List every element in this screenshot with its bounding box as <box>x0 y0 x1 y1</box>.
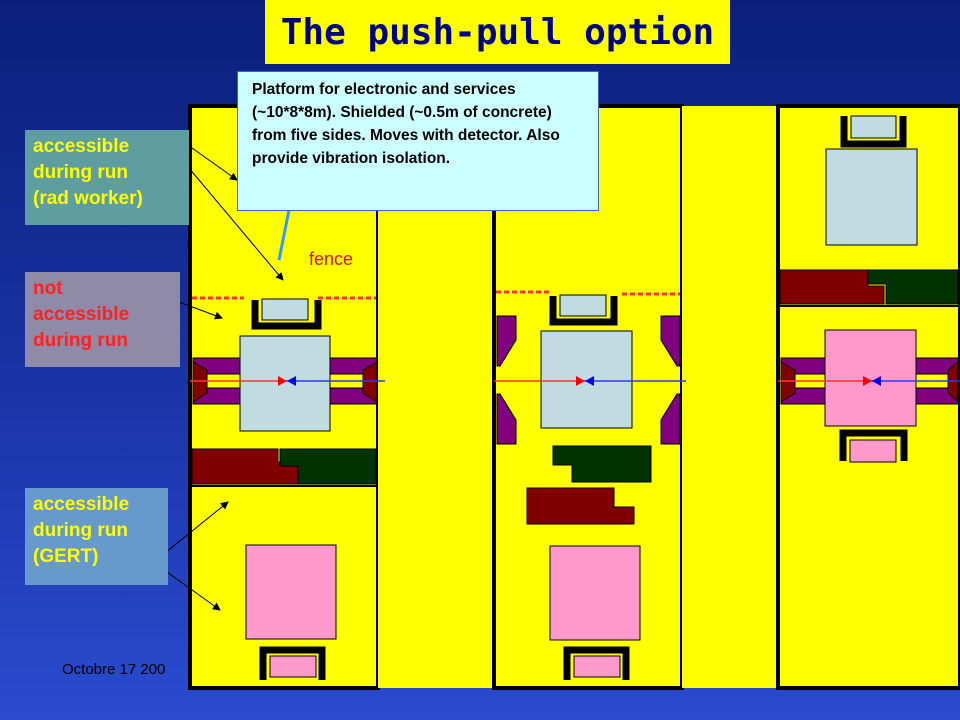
door-middle-ul <box>496 315 517 367</box>
label-line: during run <box>33 162 128 183</box>
label-line: accessible <box>33 136 130 157</box>
door-middle-lr <box>660 393 681 445</box>
shield-middle-green <box>552 445 652 483</box>
magnet-left-rcap <box>362 361 378 403</box>
leader-gert-1 <box>159 501 229 558</box>
label-accessible-rad-worker: accessible during run (rad worker) <box>25 130 189 225</box>
beam-right-arrow-red <box>863 376 872 386</box>
beam-left-arrow-blue <box>287 376 296 386</box>
slide-title: The push-pull option <box>265 0 730 64</box>
platform-middle-bottom <box>573 655 621 678</box>
label-line: not <box>33 278 63 299</box>
platform-middle-top <box>559 294 607 317</box>
platform-cup-left-top <box>251 300 322 330</box>
shield-left-green <box>279 448 377 485</box>
magnet-right-lcap <box>780 361 796 403</box>
label-accessible-gert: accessible during run (GERT) <box>25 488 168 585</box>
platform-cup-middle-top <box>549 296 618 326</box>
detector-right-pink <box>824 329 917 427</box>
platform-callout: Platform for electronic and services (~1… <box>237 71 599 211</box>
label-line: during run <box>33 520 128 541</box>
detector-right-blue <box>825 148 918 246</box>
callout-pointer <box>277 204 292 261</box>
shield-middle-red <box>526 487 635 525</box>
label-line: accessible <box>33 494 130 515</box>
fence-label: fence <box>309 249 354 269</box>
platform-right-bottom <box>849 439 897 463</box>
magnet-left-lcap <box>192 361 208 403</box>
hall-gap-right <box>682 106 778 688</box>
platform-cup-right-top <box>840 116 907 148</box>
magnet-right-rcap <box>947 360 959 404</box>
label-line: (rad worker) <box>33 188 143 209</box>
detector-middle-blue <box>540 330 633 429</box>
beam-middle-arrow-blue <box>585 376 594 386</box>
label-line: during run <box>33 330 128 351</box>
beam-right-arrow-blue <box>872 376 881 386</box>
detector-left-pink <box>245 544 337 640</box>
label-line: (GERT) <box>33 546 99 567</box>
beam-middle-arrow-red <box>576 376 585 386</box>
door-middle-ur <box>660 315 681 367</box>
shield-right-green <box>867 269 959 305</box>
beam-left-arrow-red <box>278 376 287 386</box>
label-not-accessible: not accessible during run <box>25 272 180 367</box>
door-middle-ll <box>496 393 517 445</box>
leader-rad-2 <box>177 154 284 281</box>
platform-cup-right-bottom <box>839 429 908 461</box>
platform-cup-middle-bottom <box>563 646 630 680</box>
footer-date: Octobre 17 200 <box>62 661 166 678</box>
detector-left-blue <box>239 335 331 432</box>
label-line: accessible <box>33 304 130 325</box>
detector-middle-pink <box>549 545 641 641</box>
platform-left-top <box>261 298 309 321</box>
platform-right-top <box>850 115 897 139</box>
platform-left-bottom <box>269 655 317 678</box>
platform-cup-left-bottom <box>259 646 326 680</box>
leader-gert-2 <box>159 566 221 611</box>
